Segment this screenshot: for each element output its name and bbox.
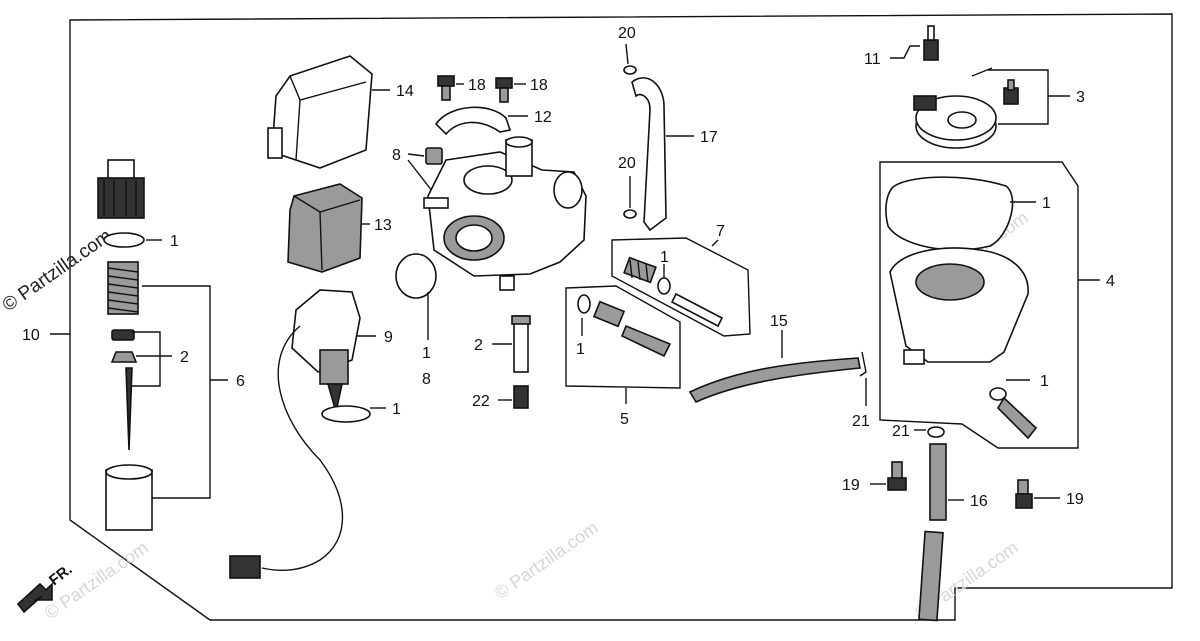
kit-7-spring-part[interactable] [623,256,657,284]
kit-5-oring-part[interactable] [577,294,591,314]
spring-part[interactable] [107,261,139,315]
oring-1-mid-part[interactable] [395,253,437,299]
oring-part[interactable] [103,232,145,248]
needle-jet-part[interactable] [511,315,531,373]
clip-20-top-part[interactable] [623,65,637,75]
auto-bystarter-part[interactable] [291,289,361,413]
callout-19-a: 19 [842,477,860,494]
float-valve-part[interactable] [923,25,939,61]
kit-7-screw-part[interactable] [670,292,724,328]
callout-2-mid: 2 [474,337,483,354]
callout-1-gasket: 1 [392,401,401,418]
callout-3: 3 [1076,89,1085,106]
callout-1-bowl: 1 [1042,195,1051,212]
starter-gear-part[interactable] [97,159,145,219]
kit-7-washer-part[interactable] [657,277,671,295]
callout-18-b: 18 [530,77,548,94]
clip-20-mid-part[interactable] [623,209,637,219]
kit-5-frame [565,285,681,389]
callout-14: 14 [396,83,414,100]
drain-screw-part[interactable] [996,396,1038,440]
watermark-faint: © Partzilla.com [491,517,602,603]
callout-7: 7 [716,223,725,240]
callout-1-kit7: 1 [660,249,669,266]
bystarter-wire-part[interactable] [261,325,344,572]
callout-22: 22 [472,393,490,410]
callout-10: 10 [22,327,40,344]
callout-20-mid: 20 [618,155,636,172]
starter-plunger-part[interactable] [105,464,153,531]
clip-21-bottom-part[interactable] [927,426,945,438]
kit-5-screw-part[interactable] [620,324,672,358]
callout-18-a: 18 [468,77,486,94]
wire-connector-part[interactable] [229,555,261,579]
callout-9: 9 [384,329,393,346]
top-cover-part[interactable] [267,55,373,169]
needle-clip-part[interactable] [110,351,138,363]
callout-8-bottom: 8 [422,371,431,388]
screw-3-part[interactable] [1003,79,1019,105]
hose-15-part[interactable] [688,357,861,404]
callout-11: 11 [864,51,881,68]
drain-oring-part[interactable] [989,387,1007,401]
callout-19-b: 19 [1066,491,1084,508]
clip-21-top-part[interactable] [859,351,867,377]
screw-18-right-part[interactable] [495,77,513,103]
hose-17-part[interactable] [631,77,667,232]
callout-21-a: 21 [852,413,870,430]
callout-13: 13 [374,217,392,234]
callout-8-top: 8 [392,147,401,164]
callout-16: 16 [970,493,988,510]
callout-1-kit5: 1 [576,341,585,358]
jet-needle-part[interactable] [125,367,133,451]
callout-15: 15 [770,313,788,330]
carburetor-body-part[interactable] [423,136,587,291]
front-direction-arrow [16,582,53,614]
callout-5: 5 [620,411,629,428]
kit-5-spring-part[interactable] [592,300,626,328]
callout-1-left: 1 [170,233,179,250]
screw-18-left-part[interactable] [437,75,455,101]
bowl-group-frame [879,161,1079,449]
bystarter-gasket-part[interactable] [321,405,371,423]
bracket-6 [142,285,211,499]
bowl-gasket-part[interactable] [885,176,1014,251]
screw-19-left-part[interactable] [887,461,907,491]
tube-16-part[interactable] [918,443,947,622]
clip-part[interactable] [111,329,135,341]
kit-7-frame [611,237,751,337]
callout-17: 17 [700,129,718,146]
plate-12-part[interactable] [434,106,512,136]
callout-4: 4 [1106,273,1115,290]
callout-21-b: 21 [892,423,910,440]
assembly-boundary [69,13,1173,621]
lower-cover-part[interactable] [287,183,363,273]
callout-1-oring: 1 [422,345,431,362]
float-3-part[interactable] [913,95,997,149]
main-jet-22-part[interactable] [513,385,529,409]
screw-19-right-part[interactable] [1015,479,1033,509]
callout-12: 12 [534,109,552,126]
pin-3-part[interactable] [971,67,993,77]
callout-2-left: 2 [180,349,189,366]
callout-1-drain: 1 [1040,373,1049,390]
cap-8-part[interactable] [425,147,443,165]
callout-20-top: 20 [618,25,636,42]
float-bowl-part[interactable] [889,247,1029,365]
callout-6: 6 [236,373,245,390]
watermark-main: © Partzilla.com [0,225,116,316]
